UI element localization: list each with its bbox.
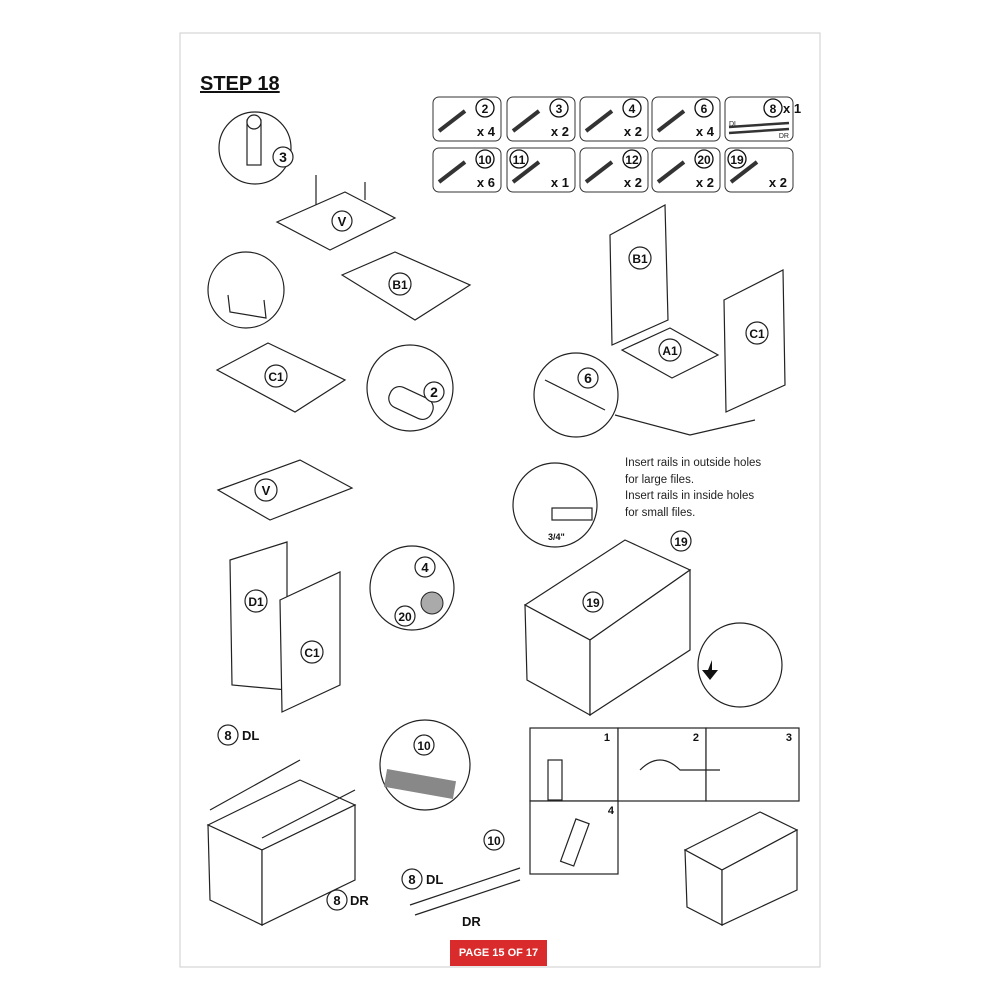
svg-text:B1: B1	[632, 252, 648, 266]
part-quantity: x 2	[551, 124, 569, 139]
svg-text:19: 19	[674, 535, 688, 549]
svg-text:1: 1	[604, 732, 610, 744]
svg-text:10: 10	[487, 834, 501, 848]
part-10-cell: 10 x 6	[432, 147, 502, 193]
svg-text:DL: DL	[242, 728, 259, 743]
cam-lock-icon	[584, 109, 614, 133]
panel-v-top	[216, 459, 354, 521]
part-number: 10	[478, 153, 492, 167]
part-quantity: x 1	[783, 101, 801, 116]
small-screw-icon	[437, 160, 467, 184]
part-number: 4	[629, 102, 636, 116]
part-quantity: x 2	[624, 124, 642, 139]
rod-detail-callout	[512, 462, 598, 548]
rail-screw-callout	[379, 719, 471, 811]
screw-icon	[656, 109, 686, 133]
part-19-cell: 19 x 2	[724, 147, 794, 193]
svg-text:3: 3	[786, 732, 792, 744]
part-4-cell: 4 x 2	[579, 96, 649, 142]
note-line: for small files.	[625, 506, 696, 519]
part-number: 11	[513, 153, 526, 167]
rod-icon	[729, 160, 759, 184]
svg-text:4: 4	[608, 805, 615, 817]
svg-text:D1: D1	[248, 595, 264, 609]
panel-b1-upright	[609, 204, 669, 346]
handle-icon	[511, 160, 541, 184]
step-title: STEP 18	[200, 73, 280, 95]
svg-text:V: V	[338, 214, 347, 229]
drawer-rail-icon	[728, 127, 790, 135]
cabinet-assembly-illustration: V D1 C1 4 20	[216, 459, 455, 713]
part-2-cell: 2 x 4	[432, 96, 502, 142]
rail-instruction-note: Insert rails in outside holes for large …	[625, 455, 761, 521]
note-line: Insert rails in outside holes	[625, 457, 762, 469]
svg-text:C1: C1	[268, 370, 284, 384]
part-11-cell: 11 x 1	[506, 147, 576, 193]
svg-text:A1: A1	[662, 344, 678, 358]
part-6-cell: 6 x 4	[651, 96, 721, 142]
handle-callout	[207, 251, 285, 329]
bolt-icon	[584, 160, 614, 184]
part-number: 8	[770, 102, 777, 116]
svg-text:2: 2	[693, 732, 699, 744]
dowel-icon	[437, 109, 467, 133]
part-number: 3	[556, 102, 563, 116]
part-number: 12	[625, 153, 639, 167]
rail-side-label: DR	[779, 133, 789, 140]
cap-icon	[656, 160, 686, 184]
svg-text:DL: DL	[426, 872, 443, 887]
part-quantity: x 2	[769, 175, 787, 190]
svg-text:DR: DR	[462, 914, 481, 929]
part-number-3: 3	[279, 149, 287, 165]
svg-text:19: 19	[586, 596, 600, 610]
drawer-rail-icon	[728, 121, 790, 129]
panel-d1	[229, 541, 288, 691]
svg-text:8: 8	[333, 893, 340, 908]
part-quantity: x 6	[477, 175, 495, 190]
rail-side-label: DL	[729, 121, 738, 128]
svg-text:20: 20	[398, 610, 412, 624]
svg-text:8: 8	[224, 728, 231, 743]
rod-assembly-illustration: 3/4" 19 19	[512, 462, 783, 717]
svg-text:3/4": 3/4"	[548, 532, 565, 542]
part-quantity: x 4	[696, 124, 715, 139]
part-number: 2	[482, 102, 489, 116]
part-3-cell: 3 x 2	[506, 96, 576, 142]
svg-text:10: 10	[417, 739, 431, 753]
part-number: 20	[697, 153, 711, 167]
svg-text:DR: DR	[350, 893, 369, 908]
part-20-cell: 20 x 2	[651, 147, 721, 193]
rod-end-callout	[697, 622, 783, 708]
svg-text:8: 8	[408, 872, 415, 887]
frame-assembly-illustration: B1 A1 C1 6	[533, 204, 786, 438]
part-number: 6	[701, 102, 708, 116]
note-line: for large files.	[625, 473, 695, 486]
part-quantity: x 2	[624, 175, 642, 190]
cam-bolt-icon	[511, 109, 541, 133]
svg-text:2: 2	[430, 384, 438, 400]
svg-text:4: 4	[421, 560, 429, 575]
svg-text:6: 6	[584, 370, 592, 386]
part-quantity: x 2	[696, 175, 714, 190]
svg-text:C1: C1	[749, 327, 765, 341]
top-assembly-illustration: 3 V B1 C1 2	[207, 111, 472, 432]
svg-text:B1: B1	[392, 278, 408, 292]
rod-steps-grid: 1 2 3 4	[529, 727, 800, 926]
part-8-cell: 8 x 1 DL DR	[724, 96, 801, 142]
part-12-cell: 12 x 2	[579, 147, 649, 193]
svg-text:C1: C1	[304, 646, 320, 660]
part-quantity: x 4	[477, 124, 496, 139]
rail-assembly-illustration: 8 DL 10 8 DR 10 8 DL DR	[206, 719, 521, 929]
part-quantity: x 1	[551, 175, 569, 190]
part-number: 19	[730, 153, 744, 167]
svg-text:V: V	[262, 483, 271, 498]
page-number-badge: PAGE 15 OF 17	[450, 940, 547, 966]
note-line: Insert rails in inside holes	[625, 490, 755, 502]
